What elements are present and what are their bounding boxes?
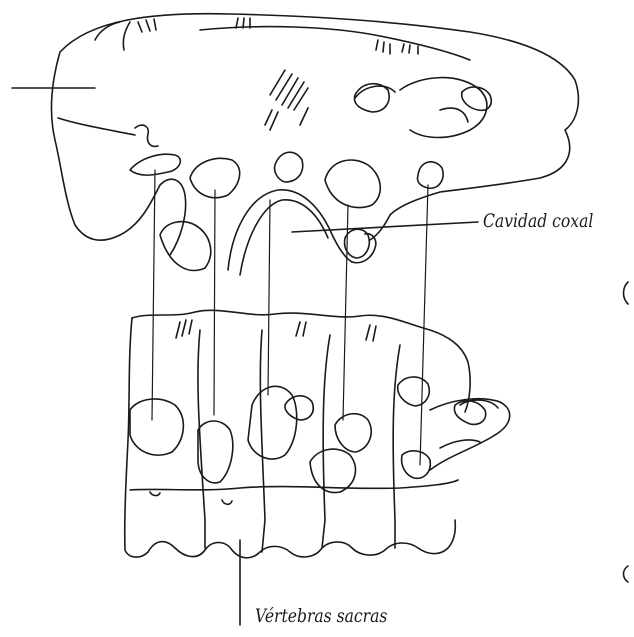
lower-facets (130, 377, 486, 493)
sacral-vertebrae (125, 310, 510, 625)
label-vertebras-sacras: Vértebras sacras (255, 605, 387, 627)
label-cavidad-coxal: Cavidad coxal (483, 210, 593, 232)
acetabular-arch (228, 190, 478, 275)
edge-marks (624, 282, 629, 582)
upper-facets (130, 84, 491, 271)
